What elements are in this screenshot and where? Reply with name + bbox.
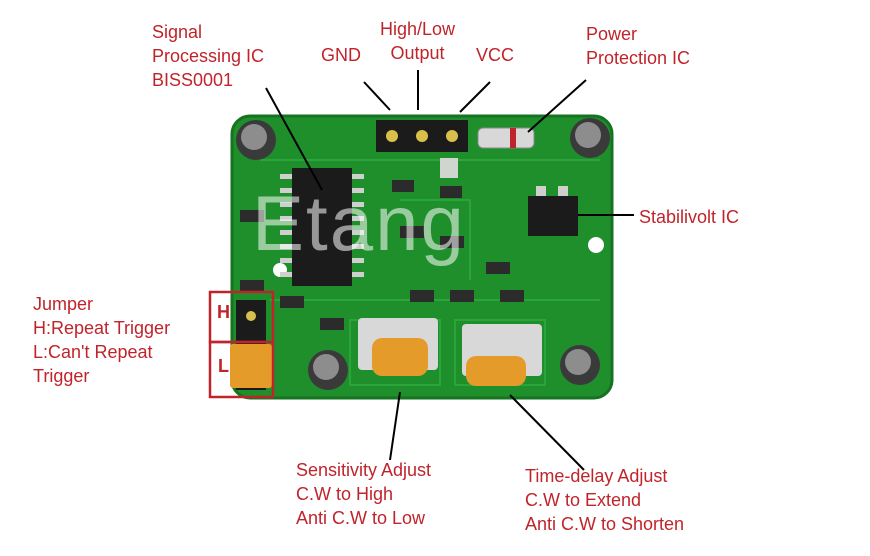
jumper-h-letter: H: [217, 302, 230, 322]
leader-lines: [265, 70, 634, 471]
label-gnd: GND: [321, 45, 361, 65]
label-timedelay: Time-delay Adjust C.W to Extend Anti C.W…: [525, 466, 685, 534]
jumper-cap: [230, 344, 272, 388]
smd-components: [240, 158, 524, 330]
protection-diode: [477, 127, 535, 149]
regulator-chip: [528, 196, 578, 236]
jumper-l-letter: L: [218, 356, 229, 376]
label-power-protection: Power Protection IC: [586, 24, 691, 68]
label-vcc: VCC: [476, 45, 515, 65]
sensitivity-pot: [372, 338, 428, 376]
biss0001-chip: [292, 168, 352, 286]
pcb-traces: [260, 159, 600, 386]
mount-hole: [588, 237, 604, 253]
label-output: High/Low Output: [380, 19, 456, 63]
label-jumper: Jumper H:Repeat Trigger L:Can't Repeat T…: [33, 294, 171, 386]
watermark: Etang: [252, 179, 466, 267]
label-stabilivolt: Stabilivolt IC: [639, 207, 740, 227]
label-signal-ic: Signal Processing IC BISS0001: [152, 22, 265, 90]
timedelay-pot: [466, 356, 526, 386]
label-sensitivity: Sensitivity Adjust C.W to High Anti C.W …: [296, 460, 432, 528]
jumper-l-box: [208, 340, 275, 399]
